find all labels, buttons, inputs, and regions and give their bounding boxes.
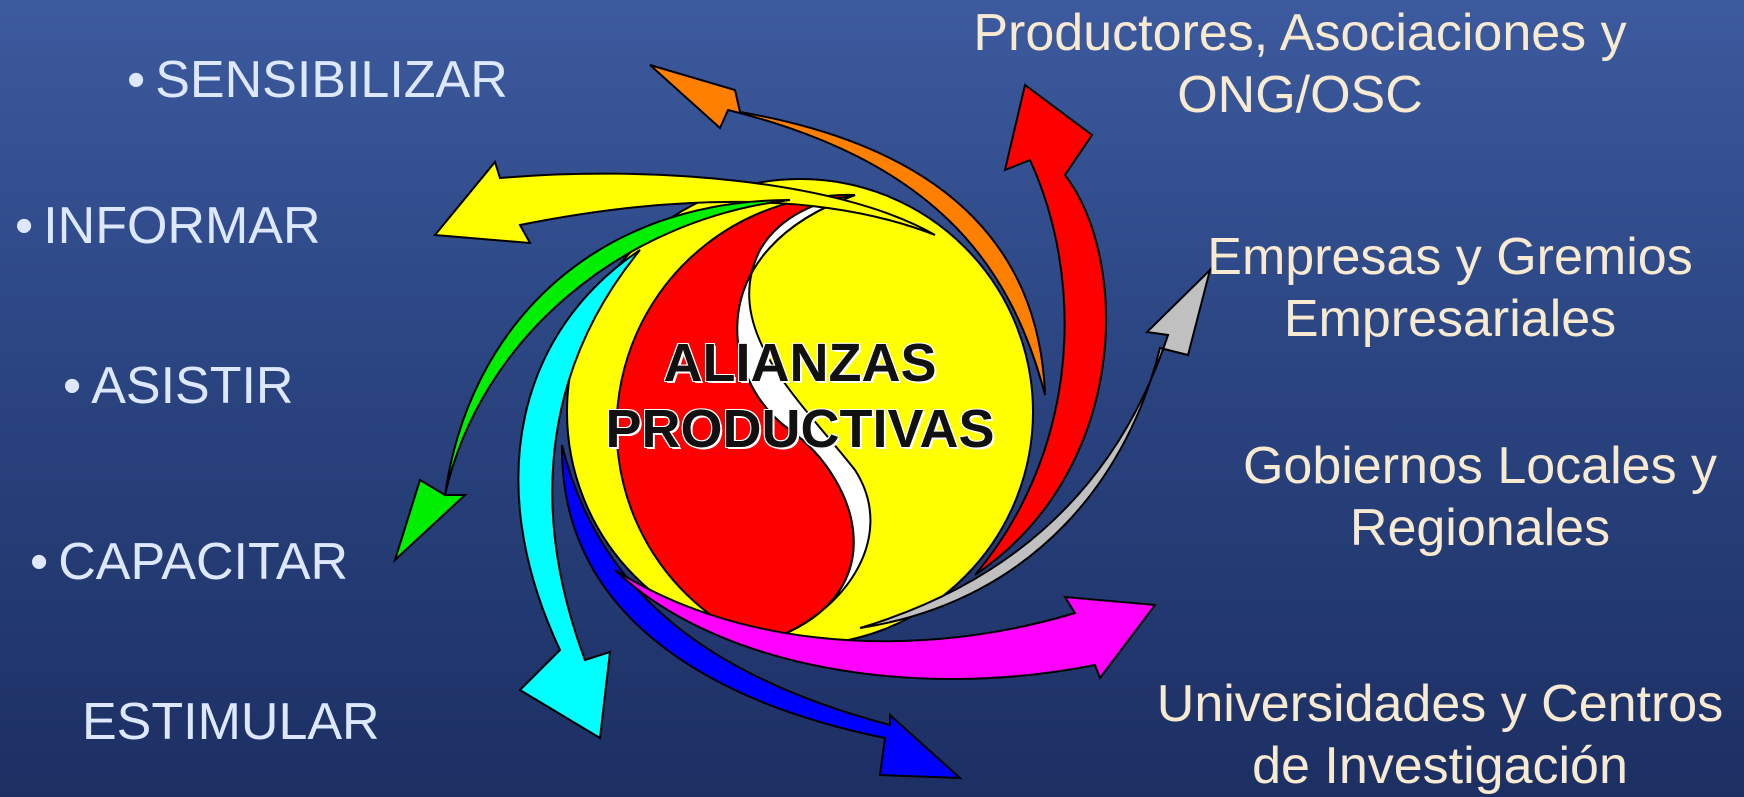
left-item-capacitar: •CAPACITAR [30,532,348,592]
arrow-cyan [517,249,641,740]
left-item-sensibilizar: •SENSIBILIZAR [127,50,508,110]
right-item-line2: Empresariales [1283,290,1617,348]
arrow-red [974,83,1108,576]
left-item-label: SENSIBILIZAR [155,51,508,109]
left-item-asistir: •ASISTIR [63,356,293,416]
center-circle [566,178,1034,646]
left-item-label: ASISTIR [91,357,294,415]
bullet-icon: • [30,533,49,591]
right-item-line2: ONG/OSC [1177,66,1423,124]
right-item-empresas: Empresas y Gremios Empresariales [1190,226,1710,350]
right-item-line2: de Investigación [1252,737,1628,795]
right-item-line1: Empresas y Gremios [1207,228,1693,286]
right-item-line1: Productores, Asociaciones y [973,4,1627,62]
bullet-icon: • [15,197,34,255]
arrow-magenta [614,569,1157,681]
right-item-gobiernos: Gobiernos Locales y Regionales [1220,435,1740,559]
right-item-universidades: Universidades y Centros de Investigación [1140,673,1740,797]
right-item-line1: Gobiernos Locales y [1242,437,1718,495]
arrow-gray [859,266,1212,629]
center-title: ALIANZAS PRODUCTIVAS [540,330,1060,462]
arrow-orange [649,64,1046,396]
center-title-line1: ALIANZAS [663,333,937,393]
bullet-icon: • [63,357,82,415]
left-item-label: CAPACITAR [58,533,349,591]
right-item-line1: Universidades y Centros [1156,675,1724,733]
arrow-green [392,199,791,564]
right-item-productores: Productores, Asociaciones y ONG/OSC [935,2,1665,126]
left-item-label: ESTIMULAR [82,693,380,751]
arrow-yellow [433,159,936,245]
bullet-icon: • [127,51,146,109]
circle-white-swirl [736,194,872,644]
right-item-line2: Regionales [1349,499,1611,557]
left-item-informar: •INFORMAR [15,196,321,256]
left-item-label: INFORMAR [43,197,321,255]
left-item-estimular: ESTIMULAR [82,692,380,752]
center-title-line2: PRODUCTIVAS [605,399,995,459]
